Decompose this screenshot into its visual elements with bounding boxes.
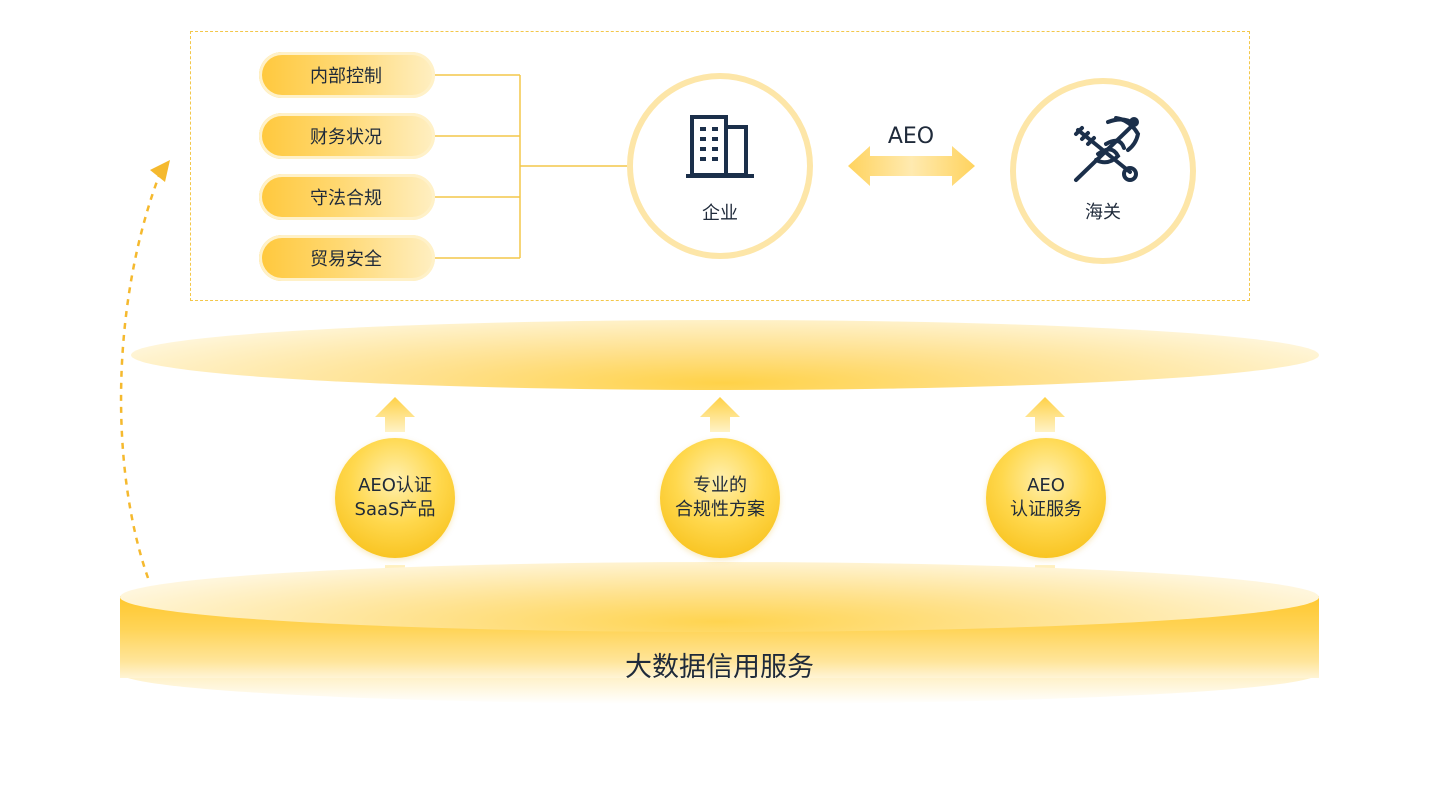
pill-compliance: 守法合规 (259, 174, 435, 220)
pill-label: 守法合规 (310, 188, 382, 209)
aeo-double-arrow (848, 146, 975, 186)
orb-line2: 合规性方案 (675, 499, 765, 520)
pill-connectors (435, 74, 630, 259)
orb-line1: AEO认证 (358, 475, 432, 496)
orb-line1: 专业的 (693, 475, 747, 496)
pill-label: 财务状况 (310, 127, 382, 148)
enterprise-circle: 企业 (627, 73, 813, 259)
flow-curve (119, 167, 164, 579)
service-orb-certification: AEO 认证服务 (986, 438, 1106, 558)
customs-label: 海关 (1085, 202, 1121, 223)
up-arrows (375, 397, 1065, 432)
service-orb-compliance: 专业的 合规性方案 (660, 438, 780, 558)
aeo-relation-label: AEO (887, 124, 935, 149)
platform-title: 大数据信用服务 (625, 652, 814, 683)
aeo-scope-box (190, 31, 1250, 301)
enterprise-label: 企业 (702, 203, 738, 224)
middle-platform-disc (131, 320, 1319, 390)
pill-financial-status: 财务状况 (259, 113, 435, 159)
customs-circle: 海关 (1010, 78, 1196, 264)
platform-cylinder-top (120, 562, 1319, 632)
office-building-icon (686, 115, 754, 178)
pill-label: 内部控制 (310, 66, 382, 87)
pill-internal-control: 内部控制 (259, 52, 435, 98)
service-orb-saas: AEO认证 SaaS产品 (335, 438, 455, 558)
orb-line2: SaaS产品 (354, 499, 436, 520)
pill-trade-security: 贸易安全 (259, 235, 435, 281)
customs-emblem-icon (1074, 116, 1141, 182)
orb-line2: 认证服务 (1010, 499, 1082, 520)
orb-line1: AEO (1027, 475, 1065, 496)
flow-curve-arrowhead (150, 160, 170, 182)
pill-label: 贸易安全 (310, 249, 382, 270)
